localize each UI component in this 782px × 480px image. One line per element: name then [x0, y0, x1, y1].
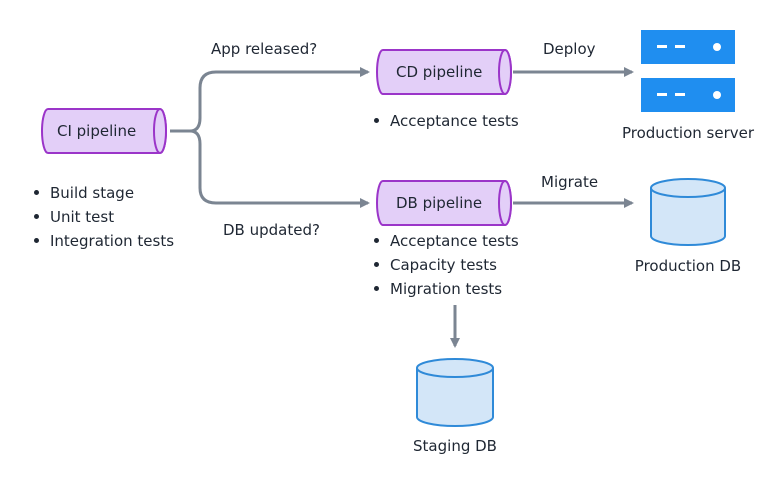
list-item: Unit test — [34, 205, 174, 229]
list-item: Integration tests — [34, 229, 174, 253]
staging-db-label: Staging DB — [413, 437, 497, 455]
edge-label-app-released: App released? — [211, 40, 318, 58]
edge-label-migrate: Migrate — [541, 173, 599, 191]
ci-pipeline-label: CI pipeline — [57, 122, 137, 140]
edge-label-db-updated: DB updated? — [223, 221, 320, 239]
cd-pipeline-label: CD pipeline — [396, 63, 483, 81]
db-pipeline-label: DB pipeline — [396, 194, 483, 212]
edge-label-deploy: Deploy — [543, 40, 596, 58]
ci-pipeline-node — [41, 108, 167, 154]
edge-db-updated — [189, 129, 370, 208]
connectors — [170, 67, 634, 348]
edge-app-released — [189, 67, 370, 133]
list-item: Capacity tests — [374, 253, 519, 277]
cd-pipeline-node — [376, 49, 512, 95]
production-db-icon — [650, 178, 726, 246]
ci-pipeline-steps: Build stage Unit test Integration tests — [34, 181, 174, 253]
list-item: Acceptance tests — [374, 109, 519, 133]
production-server-label: Production server — [621, 124, 755, 142]
cd-pipeline-steps: Acceptance tests — [374, 109, 519, 133]
staging-db-icon — [416, 358, 494, 427]
db-pipeline-steps: Acceptance tests Capacity tests Migratio… — [374, 229, 519, 301]
list-item: Acceptance tests — [374, 229, 519, 253]
db-pipeline-node — [376, 180, 512, 226]
production-db-label: Production DB — [634, 257, 742, 275]
list-item: Migration tests — [374, 277, 519, 301]
production-server-icon — [641, 30, 735, 112]
list-item: Build stage — [34, 181, 174, 205]
